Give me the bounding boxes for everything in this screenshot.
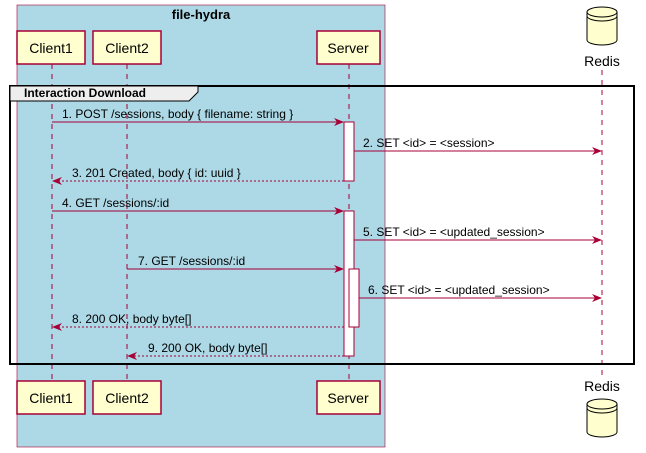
group-frame xyxy=(9,85,635,365)
message-6-label: 6. SET <id> = <updated_session> xyxy=(368,283,550,297)
message-9-label: 9. 200 OK, body byte[] xyxy=(148,341,267,355)
database-redis-label-bottom: Redis xyxy=(584,378,620,394)
message-2-label: 2. SET <id> = <session> xyxy=(363,136,495,150)
participant-client2-label-bottom: Client2 xyxy=(105,390,149,406)
server-activation-1 xyxy=(343,121,355,182)
participant-client2-bottom: Client2 xyxy=(92,380,162,415)
participant-client1-label-bottom: Client1 xyxy=(29,390,73,406)
message-1-label: 1. POST /sessions, body { filename: stri… xyxy=(62,107,293,121)
participant-server-top: Server xyxy=(316,30,381,65)
database-redis-top: Redis xyxy=(584,6,620,69)
participant-server-bottom: Server xyxy=(316,380,381,415)
message-4-label: 4. GET /sessions/:id xyxy=(62,196,169,210)
participant-client2-label: Client2 xyxy=(105,40,149,56)
message-7-label: 7. GET /sessions/:id xyxy=(138,254,245,268)
participant-client1-label: Client1 xyxy=(29,40,73,56)
system-box-title: file-hydra xyxy=(172,7,231,22)
system-box xyxy=(16,4,386,448)
server-activation-3 xyxy=(348,268,360,328)
group-frame-label: Interaction Download xyxy=(24,86,146,100)
message-5-label: 5. SET <id> = <updated_session> xyxy=(363,225,545,239)
participant-server-label: Server xyxy=(327,40,369,56)
message-8-label: 8. 200 OK, body byte[] xyxy=(72,312,191,326)
participant-client1-top: Client1 xyxy=(16,30,86,65)
message-3-label: 3. 201 Created, body { id: uuid } xyxy=(72,166,241,180)
participant-client2-top: Client2 xyxy=(92,30,162,65)
participant-client1-bottom: Client1 xyxy=(16,380,86,415)
participant-server-label-bottom: Server xyxy=(327,390,369,406)
group-frame-tab xyxy=(9,85,199,102)
database-redis-label-top: Redis xyxy=(584,53,620,69)
database-redis-bottom: Redis xyxy=(584,378,620,438)
